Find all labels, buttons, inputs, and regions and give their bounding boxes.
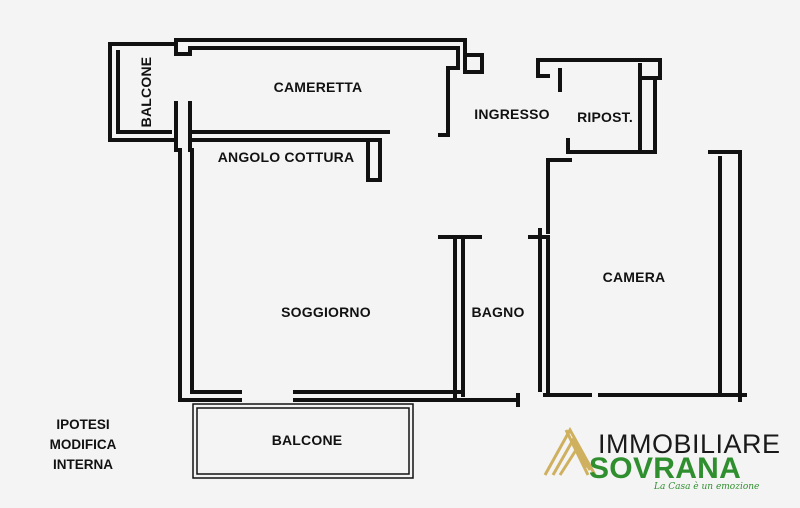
room-label-balcone-left: BALCONE bbox=[138, 57, 154, 128]
logo: IMMOBILIARE SOVRANA La Casa è un emozion… bbox=[543, 426, 781, 492]
wall-bottom bbox=[293, 390, 472, 402]
room-label-bagno: BAGNO bbox=[471, 304, 524, 320]
room-label-cameretta: CAMERETTA bbox=[274, 79, 363, 95]
wall-balcony-left bbox=[108, 42, 178, 142]
logo-word2: SOVRANA bbox=[589, 452, 741, 485]
room-label-ripostiglio: RIPOST. bbox=[577, 109, 633, 125]
wall-ripost-top bbox=[536, 58, 662, 92]
room-label-ingresso: INGRESSO bbox=[474, 106, 550, 122]
note-block: IPOTESI MODIFICA INTERNA bbox=[38, 415, 128, 475]
wall-bagno-left bbox=[438, 235, 482, 402]
wall-top bbox=[174, 38, 484, 74]
logo-emblem bbox=[543, 426, 597, 476]
wall-top-cameretta bbox=[174, 38, 460, 137]
wall-bottom-right bbox=[468, 393, 747, 407]
room-label-camera: CAMERA bbox=[603, 269, 666, 285]
note-line-2: MODIFICA bbox=[49, 437, 117, 452]
room-label-balcone-bottom: BALCONE bbox=[272, 432, 343, 448]
wall-cameretta-bottom bbox=[174, 101, 390, 182]
balcone-bottom-railing bbox=[192, 403, 414, 479]
note-line-1: IPOTESI bbox=[56, 417, 110, 432]
wall-left bbox=[178, 148, 242, 402]
logo-word1: IMMOBILIARE bbox=[598, 429, 781, 459]
logo-tagline: La Casa è un emozione bbox=[653, 481, 759, 492]
wall-camera bbox=[546, 63, 742, 402]
room-label-soggiorno: SOGGIORNO bbox=[281, 304, 371, 320]
wall-bagno-right bbox=[528, 228, 550, 397]
note-line-3: INTERNA bbox=[53, 457, 113, 472]
room-label-angolo-cottura: ANGOLO COTTURA bbox=[218, 149, 355, 165]
